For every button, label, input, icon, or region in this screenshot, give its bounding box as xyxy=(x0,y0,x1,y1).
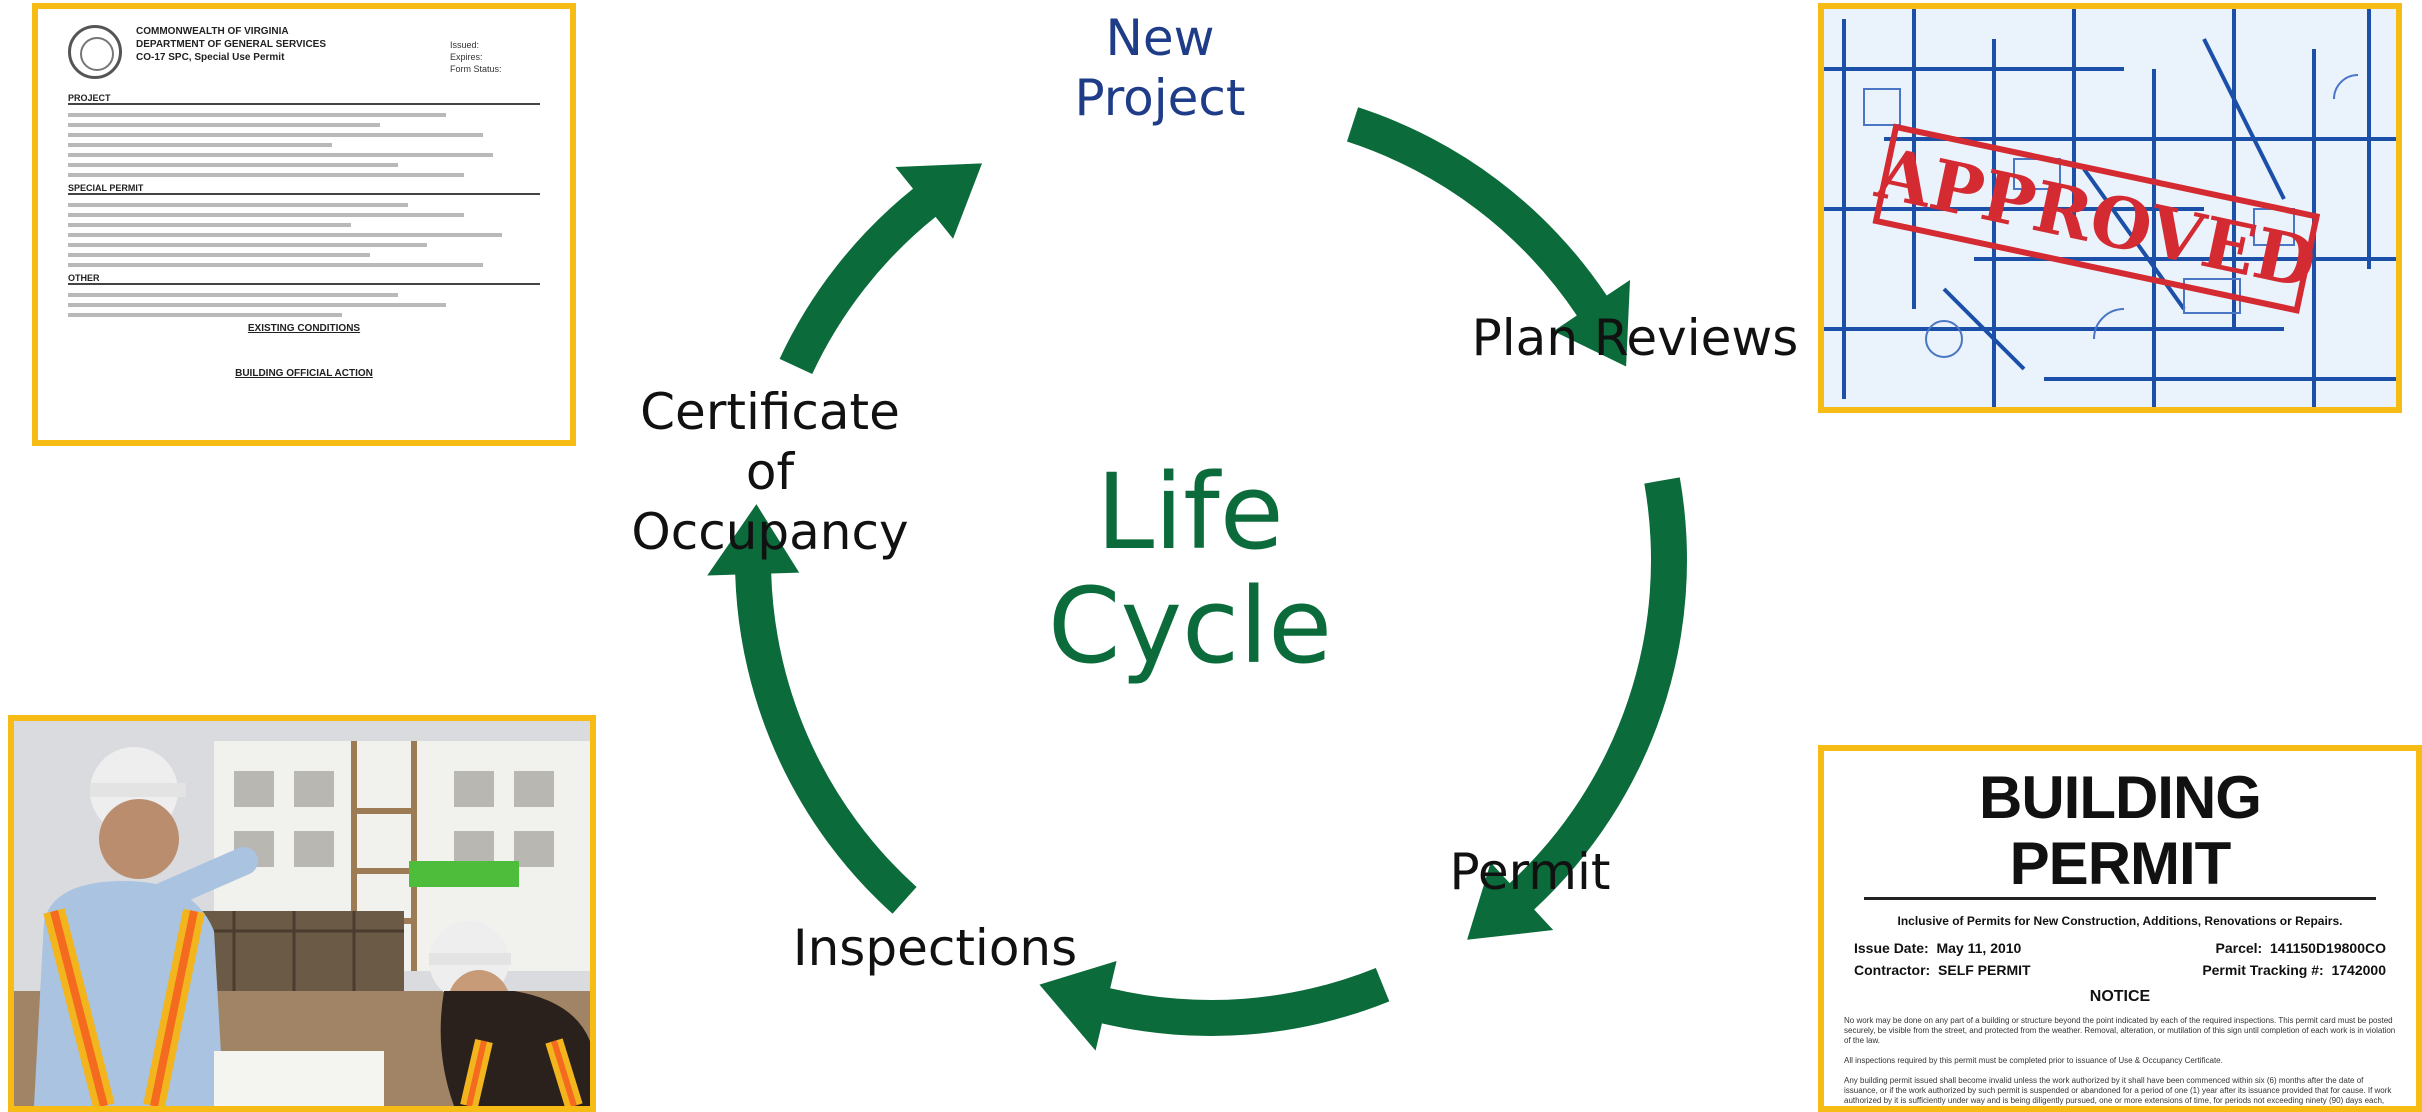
permit-contractor: SELF PERMIT xyxy=(1938,962,2031,978)
stage-new-project-line1: New xyxy=(1105,9,1215,67)
form-issued-label: Issued: xyxy=(450,40,480,50)
form-status-label: Form Status: xyxy=(450,64,502,74)
stage-certificate-line1: Certificate xyxy=(640,383,900,441)
construction-scene xyxy=(14,721,590,1106)
stage-inspections-line1: Inspections xyxy=(792,919,1078,977)
form-title: CO-17 SPC, Special Use Permit xyxy=(136,52,285,63)
permit-paragraph-3: Any building permit issued shall become … xyxy=(1844,1076,2392,1112)
arrow-permit-to-inspections xyxy=(1039,961,1390,1051)
center-title: Life Cycle xyxy=(1047,451,1333,688)
permit-title: BUILDING PERMIT xyxy=(1864,765,2376,900)
arrow-new-project-to-plan-reviews xyxy=(1346,107,1631,367)
form-existing-conditions: EXISTING CONDITIONS xyxy=(247,323,361,334)
special-use-permit-form-image: COMMONWEALTH OF VIRGINIA DEPARTMENT OF G… xyxy=(32,3,576,446)
blueprint-drawing: APPROVED xyxy=(1824,9,2396,407)
stage-permit: Permit xyxy=(1420,842,1640,902)
stage-permit-line1: Permit xyxy=(1449,843,1611,901)
stage-certificate: Certificate of Occupancy xyxy=(620,382,920,562)
permit-subtitle: Inclusive of Permits for New Constructio… xyxy=(1897,914,2343,928)
permit-parcel-label: Parcel: xyxy=(2215,940,2263,956)
form-section-project: PROJECT xyxy=(68,93,111,103)
arrow-inspections-to-certificate xyxy=(707,504,917,914)
state-seal-icon xyxy=(68,25,122,79)
building-permit-image: BUILDING PERMIT Inclusive of Permits for… xyxy=(1818,745,2422,1112)
form-section-special: SPECIAL PERMIT xyxy=(68,183,144,193)
permit-contractor-label: Contractor: xyxy=(1854,962,1931,978)
form-section-other: OTHER xyxy=(68,273,100,283)
stage-certificate-line3: Occupancy xyxy=(631,503,909,561)
permit-notice-heading: NOTICE xyxy=(2089,988,2151,1005)
permit-tracking-label: Permit Tracking #: xyxy=(2202,962,2324,978)
stage-new-project-line2: Project xyxy=(1074,69,1246,127)
stage-plan-reviews-line1: Plan Reviews xyxy=(1471,309,1799,367)
permit-issue-date-label: Issue Date: xyxy=(1854,940,1929,956)
form-org-line1: COMMONWEALTH OF VIRGINIA xyxy=(136,26,289,37)
arrow-plan-reviews-to-permit xyxy=(1467,477,1687,940)
stage-new-project: New Project xyxy=(1045,8,1275,128)
permit-issue-date: May 11, 2010 xyxy=(1936,940,2022,956)
stage-plan-reviews: Plan Reviews xyxy=(1470,308,1800,368)
arrow-group xyxy=(707,107,1687,1051)
form-expires-label: Expires: xyxy=(450,52,483,62)
form-org-line2: DEPARTMENT OF GENERAL SERVICES xyxy=(136,39,327,50)
permit-paragraph-2: All inspections required by this permit … xyxy=(1844,1056,2223,1065)
stage-certificate-line2: of xyxy=(745,443,795,501)
permit-tracking: 1742000 xyxy=(2331,962,2386,978)
construction-inspection-photo xyxy=(8,715,596,1112)
form-building-official: BUILDING OFFICIAL ACTION xyxy=(235,368,373,379)
permit-parcel: 141150D19800CO xyxy=(2270,940,2386,956)
stage-inspections: Inspections xyxy=(790,918,1080,978)
approved-blueprint-image: APPROVED xyxy=(1818,3,2402,413)
permit-paragraph-1: No work may be done on any part of a bui… xyxy=(1844,1016,2396,1045)
arrow-certificate-to-new-project xyxy=(779,163,982,375)
